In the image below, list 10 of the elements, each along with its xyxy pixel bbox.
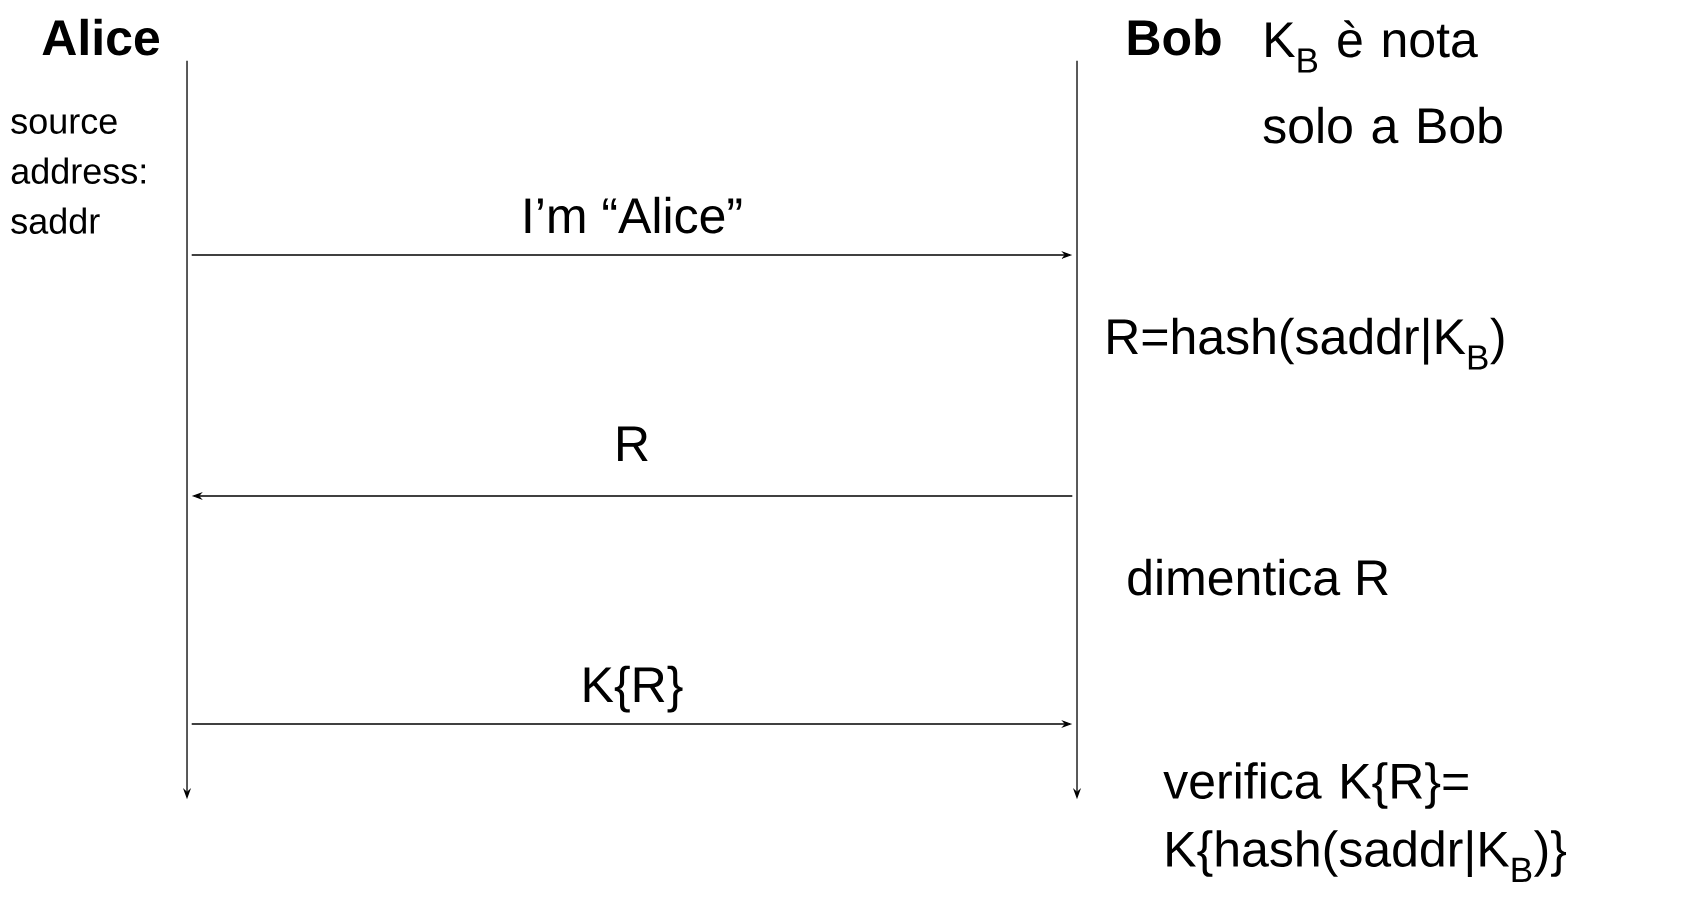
- note-text: dimentica R: [1128, 558, 1388, 596]
- edge-label: I’m “Alice”: [518, 194, 746, 236]
- edge-label: R: [611, 424, 653, 463]
- note-text: R=hash(saddr|K$_{B}$): [1108, 317, 1504, 370]
- note-text: verifica K{R}= K{hash(saddr|K$_{B}$)}: [1163, 762, 1566, 882]
- actor-label: Alice: [42, 18, 160, 56]
- edge-label: K{R}: [578, 663, 686, 715]
- note-text: source address: saddr: [11, 114, 145, 234]
- note-text: K$_{B}$ è nota solo a Bob: [1263, 20, 1502, 144]
- actor-label: Bob: [1128, 18, 1221, 56]
